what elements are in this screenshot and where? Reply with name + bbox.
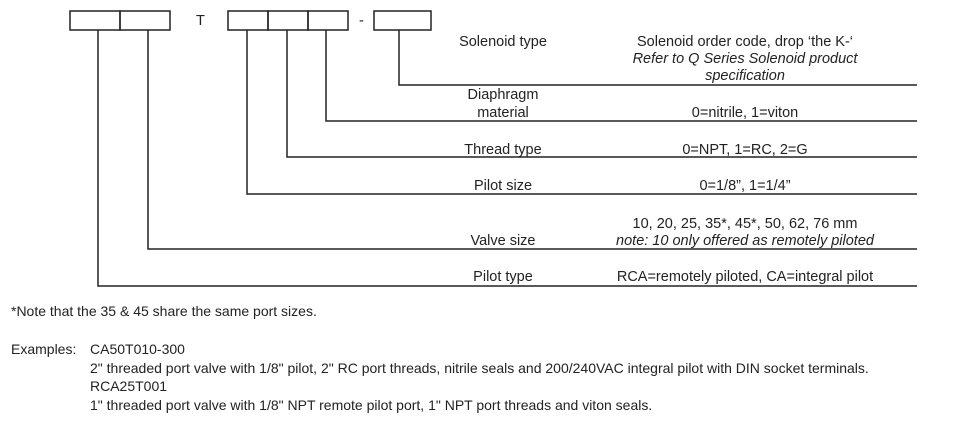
field-desc-solenoid-type-italic-2: specification — [705, 68, 785, 84]
examples-label: Examples: — [11, 341, 77, 357]
field-name-solenoid-type: Solenoid type — [459, 34, 547, 50]
field-desc-solenoid-type: Solenoid order code, drop ‘the K-‘ — [637, 34, 853, 50]
field-desc-solenoid-type-italic-1: Refer to Q Series Solenoid product — [633, 51, 859, 67]
field-desc-valve-size: 10, 20, 25, 35*, 45*, 50, 62, 76 mm — [633, 216, 858, 232]
leader-line-valve-size — [147, 30, 917, 250]
example-code-2: RCA25T001 — [90, 378, 168, 394]
footnote: *Note that the 35 & 45 share the same po… — [11, 303, 317, 319]
example-code-1: CA50T010-300 — [90, 341, 185, 357]
field-name-pilot-size: Pilot size — [474, 178, 532, 194]
ordering-code-diagram: T - Solenoid type Diaphragm material Thr… — [69, 10, 917, 287]
field-desc-thread-type: 0=NPT, 1=RC, 2=G — [682, 142, 807, 158]
field-name-thread-type: Thread type — [464, 142, 541, 158]
field-name-diaphragm-material-line1: Diaphragm — [468, 87, 539, 103]
field-name-diaphragm-material-line2: material — [477, 105, 529, 121]
code-separator-t: T — [196, 13, 205, 29]
code-box-solenoid-type — [373, 10, 432, 31]
leader-line-pilot-type — [97, 30, 917, 287]
examples-list: CA50T010-300 2" threaded port valve with… — [90, 340, 869, 414]
field-desc-valve-size-italic: note: 10 only offered as remotely pilote… — [616, 233, 875, 249]
leader-line-pilot-size — [246, 30, 917, 195]
field-name-valve-size: Valve size — [470, 233, 535, 249]
code-box-valve-size — [119, 10, 171, 31]
code-box-pilot-size — [227, 10, 269, 31]
field-desc-pilot-type: RCA=remotely piloted, CA=integral pilot — [617, 269, 873, 285]
field-desc-pilot-size: 0=1/8”, 1=1/4” — [699, 178, 790, 194]
example-description-2: 1" threaded port valve with 1/8" NPT rem… — [90, 396, 653, 413]
example-description-1: 2" threaded port valve with 1/8" pilot, … — [90, 359, 869, 376]
code-box-diaphragm-material — [307, 10, 349, 31]
leader-line-diaphragm-material — [325, 30, 917, 122]
field-name-pilot-type: Pilot type — [473, 269, 533, 285]
field-desc-diaphragm-material: 0=nitrile, 1=viton — [692, 105, 798, 121]
leader-line-thread-type — [286, 30, 917, 158]
code-box-thread-type — [267, 10, 309, 31]
code-separator-dash: - — [359, 13, 364, 29]
code-box-pilot-type — [69, 10, 121, 31]
leader-line-solenoid-type — [398, 30, 917, 86]
